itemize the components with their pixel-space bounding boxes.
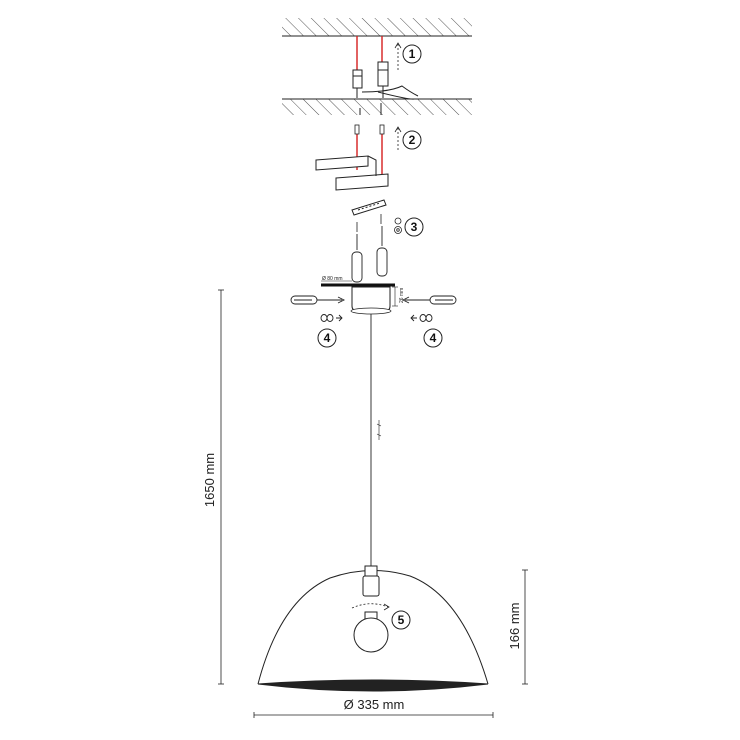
svg-text:4: 4 [324,331,331,345]
arrow-up-icon [394,42,402,72]
rotate-arrow-icon [351,603,390,611]
step-1-marker: 1 [402,44,422,64]
mounting-bracket-icon [315,155,389,191]
canopy-dimension [321,280,398,307]
small-bracket-icon [351,199,387,216]
shade-height-dimension-line [522,569,528,685]
shade-height-label: 166 mm [507,603,522,650]
ceiling-middle [282,98,472,115]
light-bulb-icon [353,611,389,653]
screws-step3 [356,214,382,232]
svg-text:1: 1 [409,47,416,61]
step-4-right-marker: 4 [423,328,443,348]
step-4-left-marker: 4 [317,328,337,348]
lamp-socket [362,565,380,597]
step-2-marker: 2 [402,130,422,150]
arrow-up-icon-step2 [394,126,402,150]
step-3-marker: 3 [404,217,424,237]
screwdriver-icon [351,226,388,283]
side-screw-left [290,295,346,322]
terminal-block-icon [352,61,419,115]
svg-text:3: 3 [411,220,418,234]
shade-diameter-label: Ø 335 mm [344,697,405,712]
canopy-height-label: 26 mm [399,288,405,303]
canopy [321,283,395,315]
svg-text:2: 2 [409,133,416,147]
svg-text:5: 5 [398,613,405,627]
shade-diameter-dimension-line [253,712,494,718]
washer-icon [394,217,402,234]
screws-step2 [354,124,385,183]
total-height-label: 1650 mm [202,453,217,507]
suspension-cable [370,314,382,570]
ceiling-top [282,18,472,37]
canopy-diameter-label: Ø 80 mm [322,276,343,282]
height-dimension-line [218,289,224,685]
side-screw-right [401,295,457,322]
step-5-marker: 5 [391,610,411,630]
ceiling-wires-step1 [356,36,383,70]
svg-text:4: 4 [430,331,437,345]
